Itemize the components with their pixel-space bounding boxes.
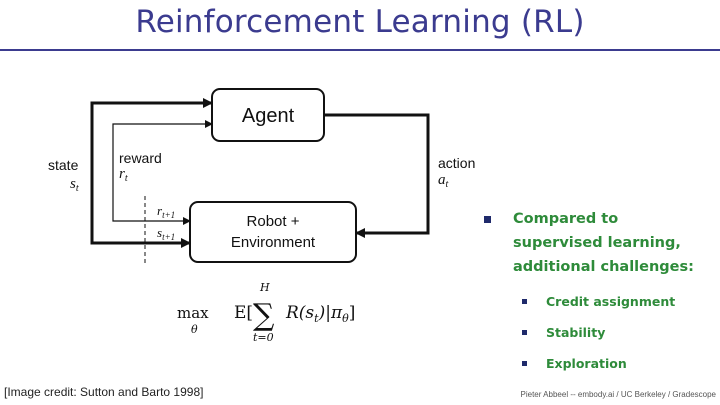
formula-sum-upper: H	[259, 281, 270, 294]
main-bullet-line: additional challenges:	[513, 259, 694, 275]
next-reward-symbol: rt+1	[157, 203, 175, 220]
formula-max-sub: θ	[191, 323, 198, 336]
bullet-square-icon	[522, 299, 527, 304]
image-credit: [Image credit: Sutton and Barto 1998]	[4, 385, 204, 399]
environment-label-line2: Environment	[231, 234, 316, 251]
reward-arrow	[112, 120, 213, 222]
main-bullet-line: Compared to	[513, 211, 619, 227]
reward-symbol: rt	[119, 166, 128, 184]
main-bullet-text: Compared to supervised learning, additio…	[513, 207, 694, 279]
formula-max: max	[177, 304, 209, 322]
formula-sum-sign: ∑	[253, 298, 275, 333]
sub-bullet-stability: Stability	[484, 317, 714, 348]
formula-sum-lower: t=0	[253, 331, 274, 344]
sub-bullet-list: Credit assignment Stability Exploration	[484, 286, 714, 379]
bullet-square-icon	[522, 330, 527, 335]
main-bullet: Compared to supervised learning, additio…	[484, 207, 714, 279]
sub-bullet-exploration: Exploration	[484, 348, 714, 379]
next-state-symbol: st+1	[157, 225, 175, 242]
challenges-list: Compared to supervised learning, additio…	[484, 207, 714, 379]
formula-body: R(st)|πθ]	[285, 303, 355, 325]
bullet-square-icon	[522, 361, 527, 366]
main-bullet-line: supervised learning,	[513, 235, 681, 251]
environment-box	[189, 201, 357, 263]
environment-label-line1: Robot +	[247, 213, 300, 230]
slide-footer: Pieter Abbeel -- embody.ai / UC Berkeley…	[520, 390, 717, 399]
state-symbol: st	[70, 176, 79, 194]
sub-bullet-text: Exploration	[546, 356, 627, 371]
sub-bullet-text: Credit assignment	[546, 294, 676, 309]
formula-expectation: E[	[234, 303, 253, 323]
state-arrow	[90, 98, 213, 245]
agent-label: Agent	[242, 105, 295, 127]
bullet-square-icon	[484, 216, 491, 223]
title-divider	[0, 49, 720, 51]
sub-bullet-text: Stability	[546, 325, 606, 340]
action-label: action	[438, 155, 475, 171]
sub-bullet-credit-assignment: Credit assignment	[484, 286, 714, 317]
reward-label: reward	[119, 150, 162, 166]
action-symbol: at	[438, 172, 449, 190]
slide-title: Reinforcement Learning (RL)	[135, 4, 585, 40]
objective-formula: max θ E[ H ∑ t=0 R(st)|πθ]	[177, 281, 355, 344]
action-arrow	[324, 113, 430, 238]
state-label: state	[48, 157, 79, 173]
